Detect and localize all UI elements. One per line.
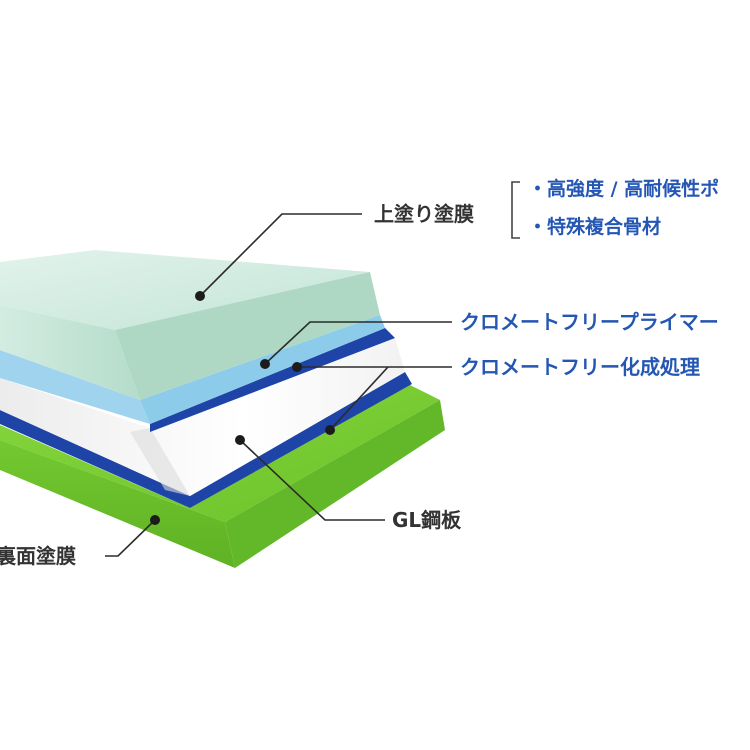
back-coat-leader <box>105 519 156 557</box>
top-coat-side-face <box>115 272 380 400</box>
feature-aggregate-label: ・特殊複合骨材 <box>528 215 661 238</box>
back-coat-label: 裏面塗膜 <box>0 544 76 568</box>
conversion-upper-stripe <box>150 328 395 432</box>
feature-bracket <box>511 181 520 239</box>
top-coat-dot <box>195 291 205 301</box>
conversion-leader-lower <box>329 366 389 431</box>
gl-steel-label: GL鋼板 <box>392 508 462 532</box>
back-coat-side-face <box>225 400 445 568</box>
conversion-label: クロメートフリー化成処理 <box>460 355 700 379</box>
gl-steel-layer <box>0 338 405 496</box>
primer-side-face <box>140 315 385 424</box>
back-coat-layer <box>0 385 445 568</box>
top-coat-top-face <box>0 250 370 330</box>
primer-leader <box>264 321 452 365</box>
back-coat-dot <box>150 515 160 525</box>
primer-layer <box>0 315 385 424</box>
back-coat-top-face <box>0 385 440 522</box>
top-coat-label: 上塗り塗膜 <box>374 202 474 226</box>
top-coat-front-face <box>0 305 140 400</box>
gl-steel-face <box>0 338 405 496</box>
back-coat-front-face <box>0 440 235 568</box>
feature-strength-label: ・高強度 / 高耐候性ポ <box>528 177 719 200</box>
primer-label: クロメートフリープライマー <box>460 310 719 334</box>
primer-dot <box>260 359 270 369</box>
conversion-layer-upper <box>150 328 395 432</box>
conversion-dot-lower <box>325 425 335 435</box>
primer-front-face <box>0 350 150 424</box>
gl-steel-dot <box>235 435 245 445</box>
top-coat-leader <box>199 213 362 297</box>
gl-steel-shadow <box>130 428 190 496</box>
gl-steel-leader <box>239 439 385 521</box>
conversion-dot-upper <box>292 362 302 372</box>
top-coat-layer <box>0 250 380 400</box>
